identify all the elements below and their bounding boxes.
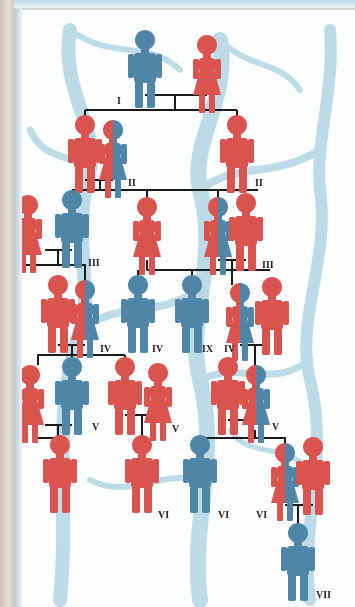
label-gen-5c: V: [272, 422, 280, 433]
window-frame-top: [14, 0, 355, 8]
person-gen2-female-carrier: [99, 120, 127, 198]
label-gen-6b: VI: [218, 510, 229, 521]
window-frame-left: [0, 0, 15, 607]
person-gen5-female-red: [144, 363, 172, 441]
label-gen-4c: IX: [202, 344, 214, 355]
label-gen-4a: IV: [100, 344, 112, 355]
label-gen-2a: II: [128, 178, 136, 189]
person-gen1-male: [128, 30, 162, 108]
person-gen6-male-red-2: [125, 435, 159, 513]
label-gen-7: VII: [316, 590, 331, 601]
person-gen2-male-2: [220, 115, 254, 193]
page-edge-shadow: [14, 8, 22, 607]
person-gen5-male-red-2: [211, 357, 245, 435]
label-gen-1: I: [117, 96, 121, 107]
person-gen4-male-red-2: [255, 277, 289, 355]
person-gen5-male-red: [108, 357, 142, 435]
person-gen5-female-edge: [22, 365, 44, 443]
pedigree-illustration: I II II III III IV IV IX IV V V V VI VI …: [22, 10, 355, 607]
label-gen-3b: III: [262, 260, 274, 271]
pedigree-chart-svg: I II II III III IV IV IX IV V V V VI VI …: [22, 10, 355, 607]
label-gen-5a: V: [92, 422, 100, 433]
label-gen-4b: IV: [152, 344, 164, 355]
label-gen-6a: VI: [158, 510, 169, 521]
label-gen-6c: VI: [256, 510, 267, 521]
person-gen3-female-edge: [22, 195, 42, 273]
label-gen-2b: II: [255, 178, 263, 189]
person-gen4-male-blue-1: [121, 275, 155, 353]
person-gen6-female-carrier: [271, 443, 299, 521]
label-gen-4d: IV: [224, 344, 236, 355]
label-gen-3a: III: [88, 258, 100, 269]
label-gen-5b: V: [172, 424, 180, 435]
